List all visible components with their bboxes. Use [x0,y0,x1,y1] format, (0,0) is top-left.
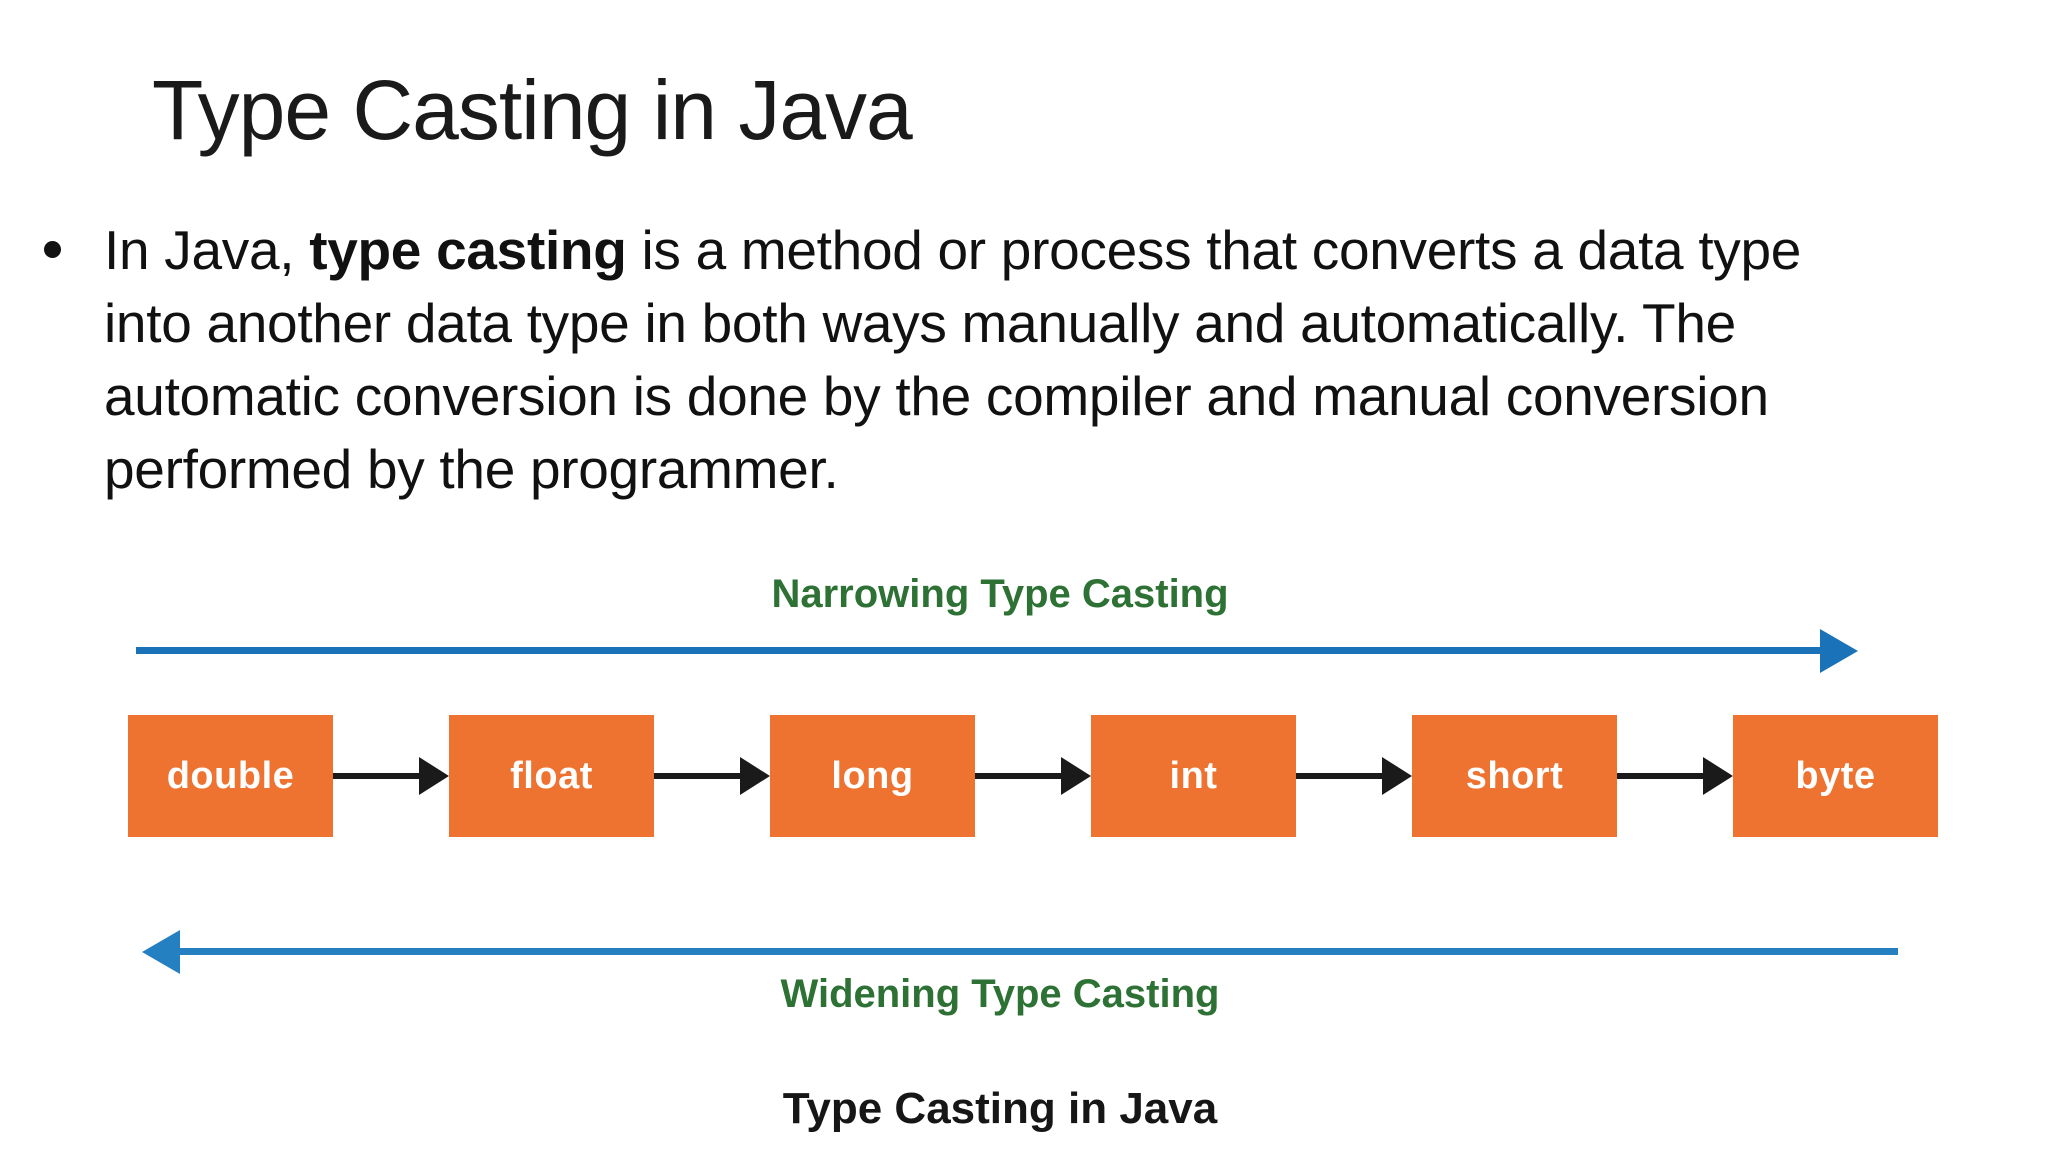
left-arrowhead-icon [142,930,180,974]
widening-arrow-line [178,948,1898,955]
diagram-caption: Type Casting in Java [782,1084,1218,1133]
page-title: Type Casting in Java [152,63,913,157]
type-box-int: int [1091,715,1296,837]
paragraph-line: In Java, type casting is a method or pro… [104,214,2044,287]
type-box-short: short [1412,715,1617,837]
right-arrowhead-icon [1820,629,1858,673]
type-box-label: double [166,754,295,797]
paragraph-text: is a method or process that converts a d… [626,219,1802,281]
narrowing-arrow-line [136,647,1822,654]
cast-arrow-line [333,773,419,779]
type-box-long: long [770,715,975,837]
cast-arrow [975,715,1091,837]
type-casting-emphasis: type casting [309,219,627,281]
cast-arrow [1296,715,1412,837]
paragraph-text: In Java, [104,219,310,281]
cast-arrow-line [654,773,740,779]
type-box-label: int [1169,754,1218,797]
type-box-label: byte [1795,754,1876,797]
cast-arrow-line [975,773,1061,779]
type-box-byte: byte [1733,715,1938,837]
right-arrowhead-icon [740,757,770,795]
type-box-label: long [831,754,914,797]
bullet-paragraph: In Java, type casting is a method or pro… [104,214,2044,506]
cast-arrow-line [1617,773,1703,779]
right-arrowhead-icon [1703,757,1733,795]
paragraph-line: automatic conversion is done by the comp… [104,365,1769,427]
right-arrowhead-icon [1061,757,1091,795]
cast-arrow [333,715,449,837]
paragraph-line: performed by the programmer. [104,438,839,500]
right-arrowhead-icon [1382,757,1412,795]
paragraph-line: into another data type in both ways manu… [104,292,1736,354]
cast-arrow [1617,715,1733,837]
type-box-label: float [510,754,593,797]
bullet-marker [44,241,61,258]
cast-arrow-line [1296,773,1382,779]
type-box-label: short [1465,754,1564,797]
type-box-float: float [449,715,654,837]
cast-arrow [654,715,770,837]
narrowing-label: Narrowing Type Casting [771,572,1229,616]
type-box-double: double [128,715,333,837]
widening-label: Widening Type Casting [780,972,1220,1016]
right-arrowhead-icon [419,757,449,795]
